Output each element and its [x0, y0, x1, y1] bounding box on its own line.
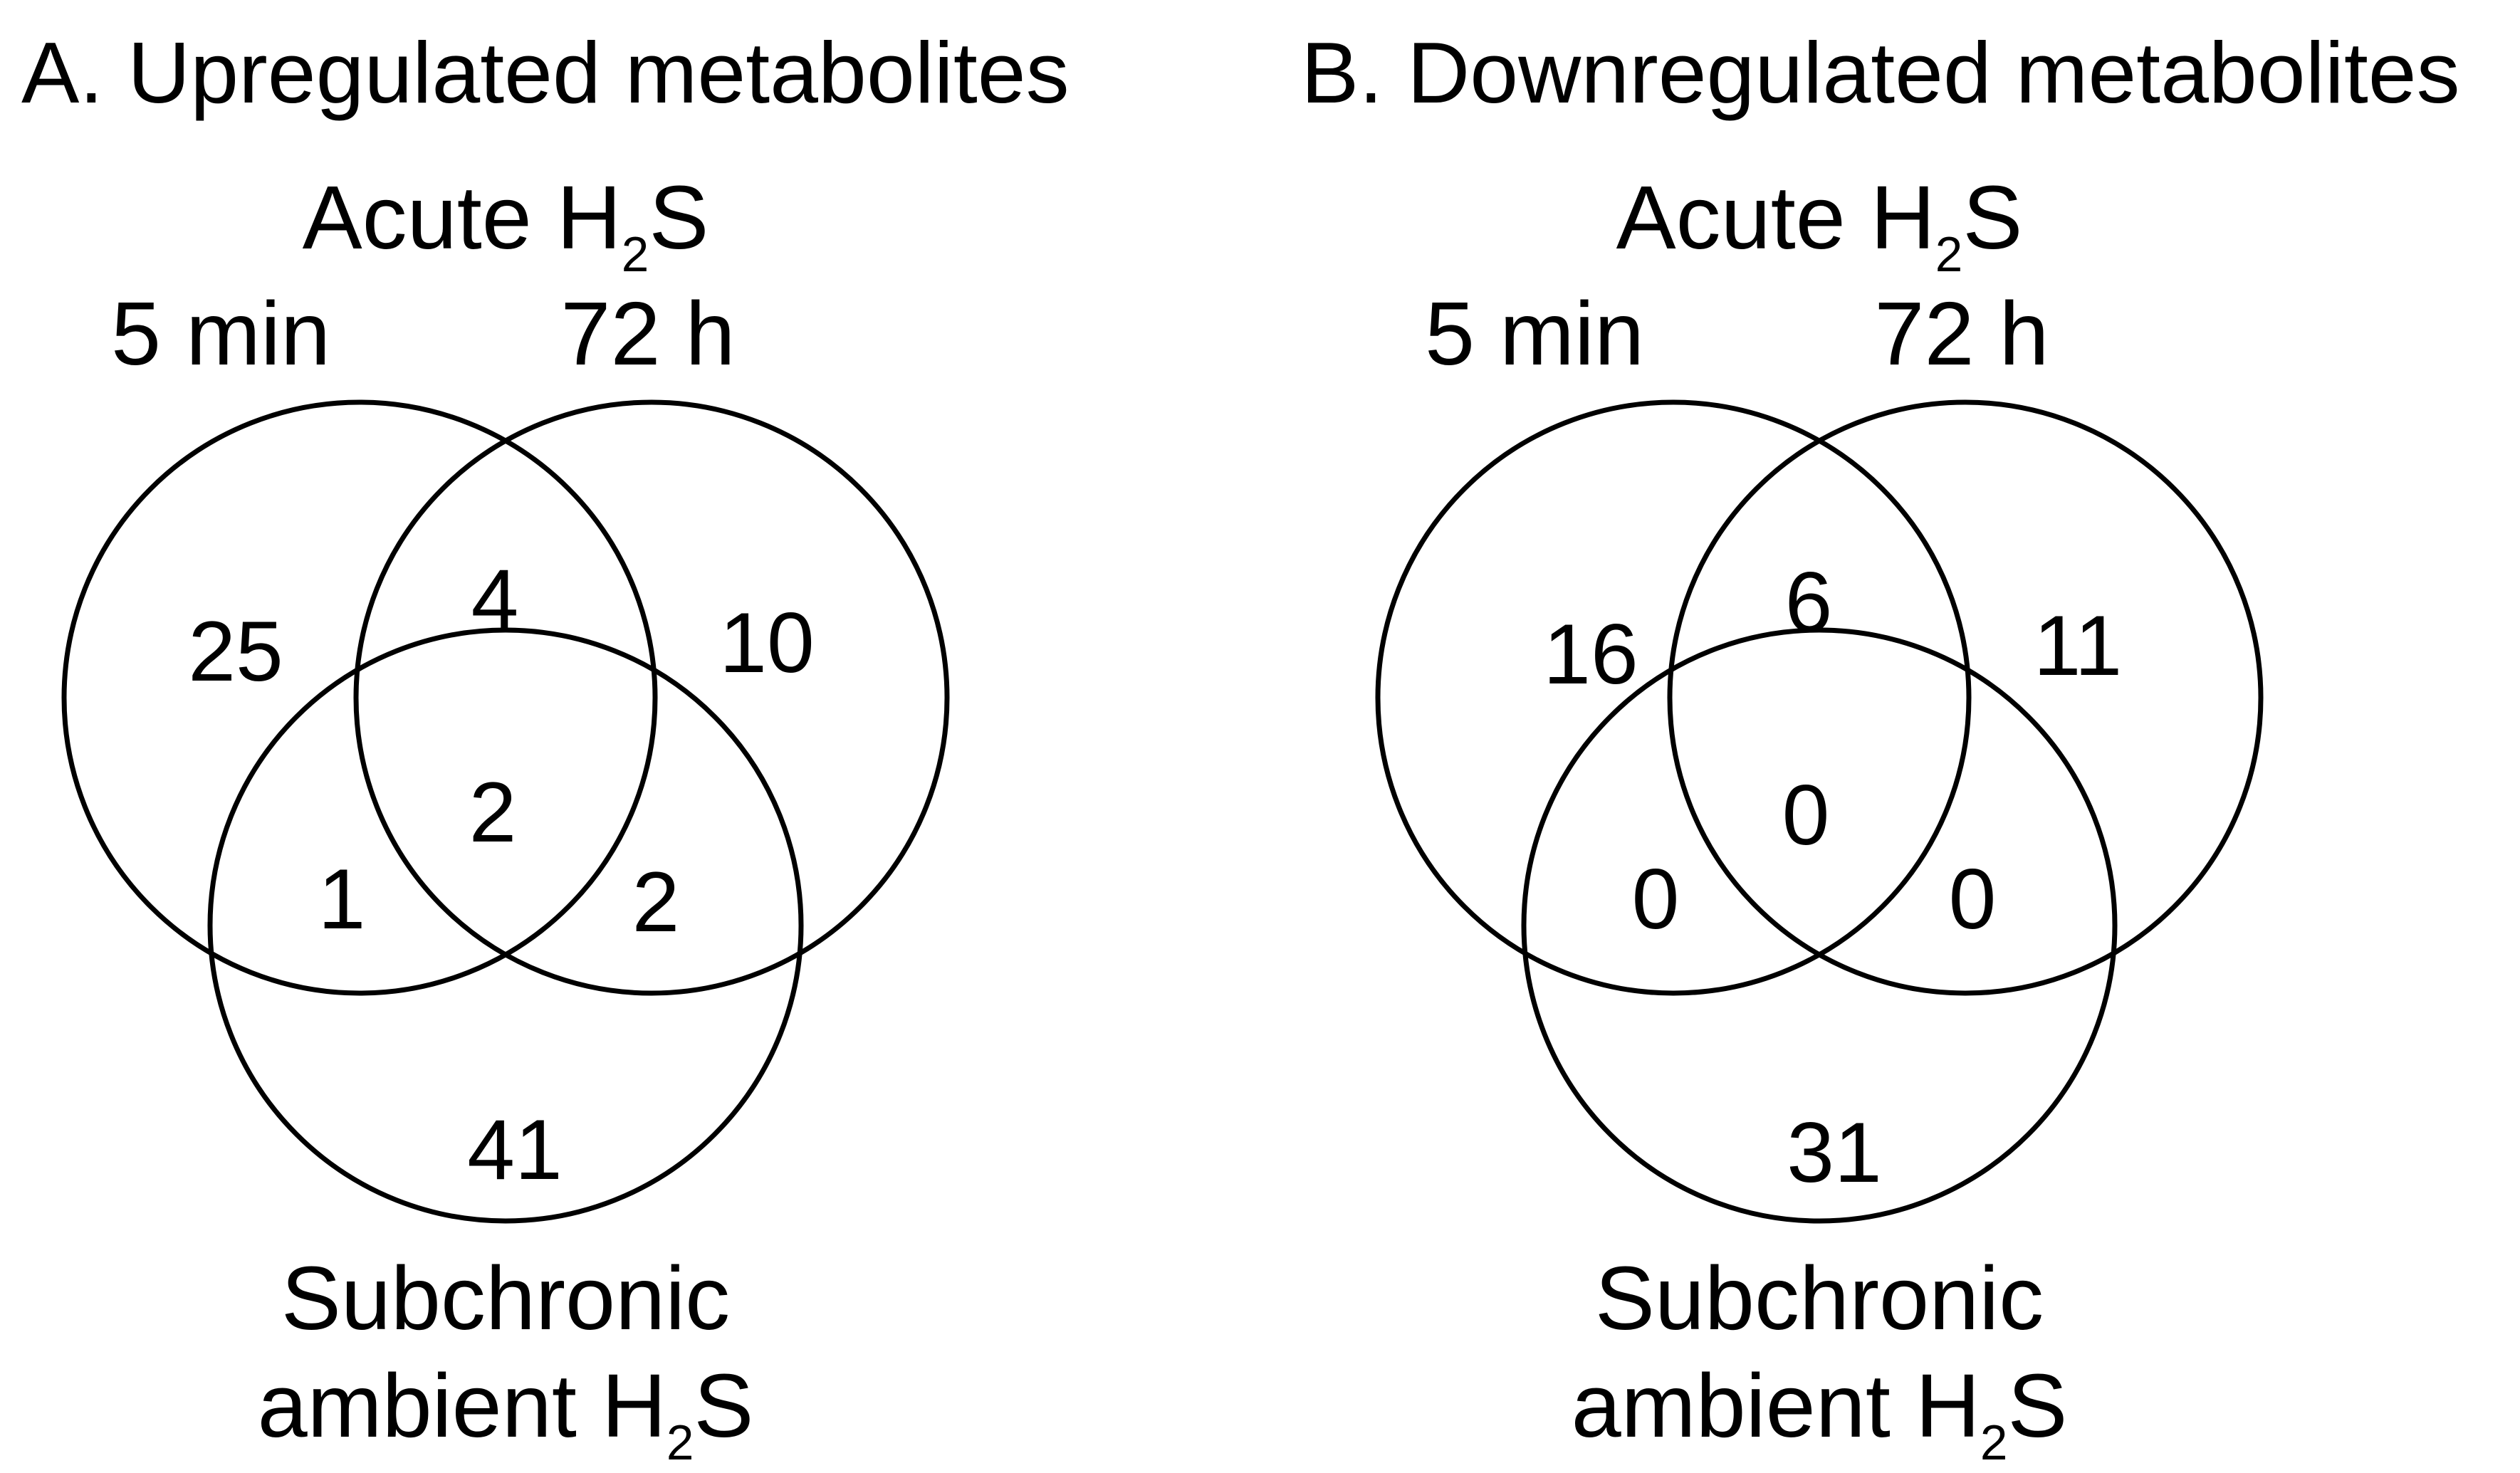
- subscript-2: 2: [1980, 1414, 2008, 1470]
- circle-5min: [61, 399, 658, 996]
- group-label-text: Acute H: [1616, 167, 1935, 268]
- circle-72h: [1667, 399, 2264, 996]
- venn-diagram-upregulated: 25 4 10 2 1 2 41: [61, 399, 950, 1224]
- group-label-acute-h2s: Acute H2S: [1616, 173, 2023, 279]
- count-subchronic-only: 31: [1787, 1105, 1881, 1200]
- circle-72h: [353, 399, 950, 996]
- subscript-2: 2: [666, 1414, 694, 1470]
- group-label-text-end: S: [1962, 167, 2023, 268]
- count-5min-72h: 6: [1785, 555, 1833, 650]
- circle-subchronic: [207, 627, 804, 1224]
- bottom-label-text-end: S: [694, 1356, 754, 1456]
- set-label-5min: 5 min: [110, 283, 331, 384]
- count-5min-subchronic: 0: [1632, 851, 1680, 947]
- panel-a-title: A. Upregulated metabolites: [21, 24, 1070, 121]
- count-72h-only: 10: [719, 595, 814, 691]
- set-label-subchronic-line1: Subchronic: [281, 1248, 731, 1348]
- bottom-label-text: ambient H: [1571, 1356, 1980, 1456]
- group-label-text-end: S: [649, 167, 709, 268]
- group-label-acute-h2s: Acute H2S: [303, 173, 709, 279]
- set-label-subchronic-line2: ambient H2S: [1572, 1361, 2068, 1467]
- subscript-2: 2: [1935, 226, 1963, 282]
- set-label-72h: 72 h: [1874, 283, 2049, 384]
- set-label-5min: 5 min: [1424, 283, 1645, 384]
- panel-upregulated: A. Upregulated metabolites Acute H2S 5 m…: [21, 24, 1070, 1467]
- count-72h-subchronic: 0: [1949, 851, 1997, 947]
- count-all-three: 2: [469, 765, 517, 860]
- panel-b-title: B. Downregulated metabolites: [1301, 24, 2460, 121]
- count-72h-only: 11: [2034, 598, 2123, 693]
- count-5min-72h: 4: [471, 552, 519, 647]
- circle-subchronic: [1521, 627, 2118, 1224]
- bottom-label-text: ambient H: [257, 1356, 666, 1456]
- set-label-subchronic-line2: ambient H2S: [258, 1361, 754, 1467]
- count-5min-only: 25: [188, 604, 283, 699]
- bottom-label-text-end: S: [2007, 1356, 2068, 1456]
- set-label-subchronic-line1: Subchronic: [1594, 1248, 2044, 1348]
- venn-diagram-downregulated: 16 6 11 0 0 0 31: [1375, 399, 2264, 1224]
- subscript-2: 2: [621, 226, 649, 282]
- panel-downregulated: B. Downregulated metabolites Acute H2S 5…: [1260, 0, 2520, 1473]
- count-subchronic-only: 41: [467, 1102, 562, 1197]
- set-label-72h: 72 h: [560, 283, 736, 384]
- count-all-three: 0: [1782, 767, 1830, 863]
- count-72h-subchronic: 2: [632, 854, 680, 950]
- group-label-text: Acute H: [302, 167, 622, 268]
- count-5min-subchronic: 1: [318, 851, 366, 947]
- count-5min-only: 16: [1543, 607, 1638, 702]
- circle-5min: [1375, 399, 1972, 996]
